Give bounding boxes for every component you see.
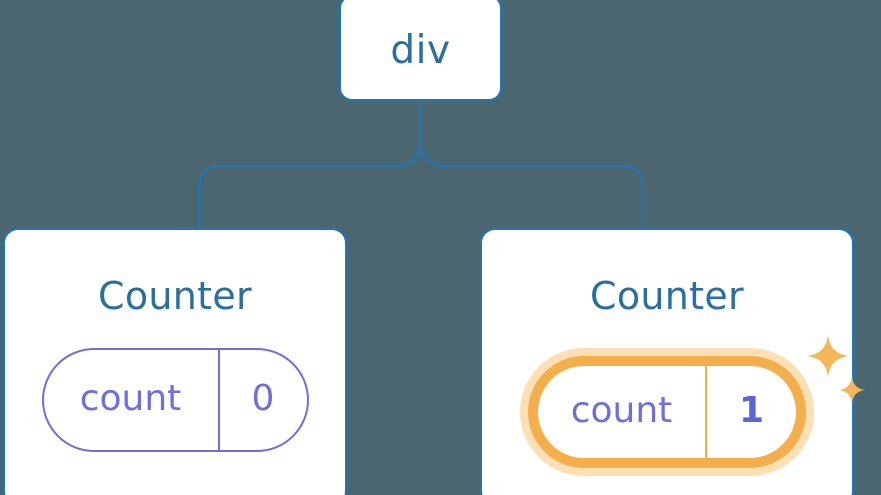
state-pill-highlight-glow: count 1	[520, 348, 814, 476]
state-pill-count-1[interactable]: count 1	[538, 366, 796, 458]
counter-left-state-wrap: count 0	[41, 348, 309, 452]
state-key-label: count	[44, 350, 220, 450]
edge-div-to-counter-left	[197, 100, 423, 230]
state-pill-highlight-ring: count 1	[528, 356, 806, 468]
counter-right-state-wrap: count 1	[520, 334, 866, 476]
node-counter-left[interactable]: Counter count 0	[2, 227, 348, 495]
counter-left-title: Counter	[98, 274, 252, 318]
counter-right-title: Counter	[590, 274, 744, 318]
state-value-label: 1	[738, 389, 765, 431]
edge-div-to-counter-right	[418, 100, 645, 230]
sparkle-small-icon	[838, 376, 866, 404]
state-key-label: count	[538, 366, 707, 458]
node-counter-right[interactable]: Counter count 1	[479, 227, 866, 495]
state-value-label: 0	[251, 377, 275, 419]
state-pill-count-0[interactable]: count 0	[41, 348, 309, 452]
sparkle-large-icon	[806, 334, 850, 378]
node-div[interactable]: div	[338, 0, 503, 102]
node-div-label: div	[390, 27, 451, 73]
